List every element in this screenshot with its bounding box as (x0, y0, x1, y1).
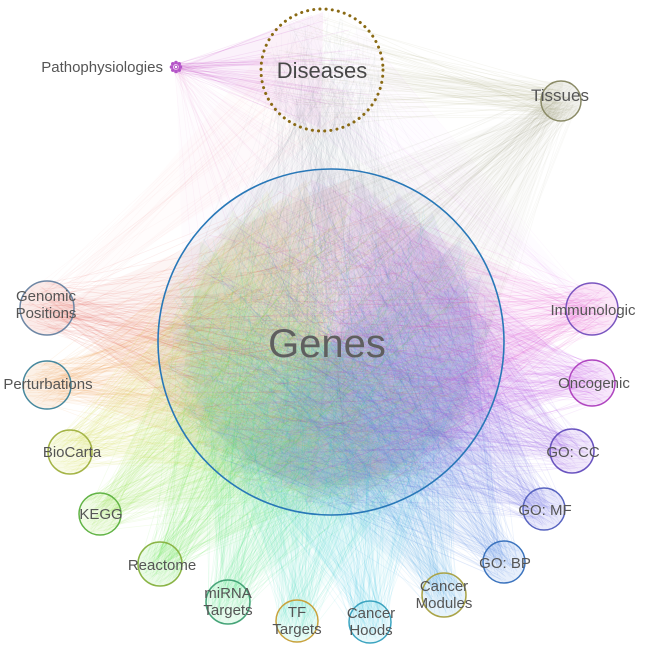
node-genomic-positions[interactable] (19, 280, 75, 336)
node-mirna-targets[interactable] (205, 579, 251, 625)
node-cancer-modules[interactable] (421, 572, 467, 618)
edge-bundles (21, 13, 614, 641)
label-perturbations: Perturbations (3, 376, 92, 393)
edge-washes (47, 12, 592, 622)
label-biocarta: BioCarta (43, 444, 102, 461)
node-go-bp[interactable] (482, 540, 526, 584)
node-biocarta[interactable] (47, 429, 93, 475)
label-pathophysiologies: Pathophysiologies (41, 59, 163, 76)
label-immunologic: Immunologic (550, 302, 636, 319)
node-oncogenic[interactable] (568, 359, 616, 407)
label-genes: Genes (268, 322, 386, 366)
nodes (19, 7, 619, 644)
node-pathophysiologies[interactable] (169, 60, 183, 74)
node-go-cc[interactable] (549, 428, 595, 474)
node-perturbations[interactable] (22, 360, 72, 410)
node-tissues[interactable] (540, 80, 582, 122)
label-go-mf: GO: MF (518, 502, 571, 519)
node-diseases[interactable] (259, 7, 385, 133)
label-reactome: Reactome (128, 557, 196, 574)
label-go-bp: GO: BP (479, 555, 531, 572)
node-tf-targets[interactable] (275, 599, 319, 643)
node-reactome[interactable] (137, 541, 183, 587)
label-tissues: Tissues (531, 86, 589, 105)
genes-circle-fill (158, 169, 504, 515)
label-go-cc: GO: CC (546, 444, 600, 461)
node-immunologic[interactable] (565, 282, 619, 336)
node-genes[interactable] (157, 168, 505, 516)
node-cancer-hoods[interactable] (348, 600, 392, 644)
node-go-mf[interactable] (522, 487, 566, 531)
label-kegg: KEGG (79, 506, 122, 523)
node-kegg[interactable] (78, 492, 122, 536)
label-oncogenic: Oncogenic (558, 375, 630, 392)
label-diseases: Diseases (277, 58, 367, 83)
node-labels: Genes Diseases PathophysiologiesTissuesGen… (3, 58, 636, 639)
